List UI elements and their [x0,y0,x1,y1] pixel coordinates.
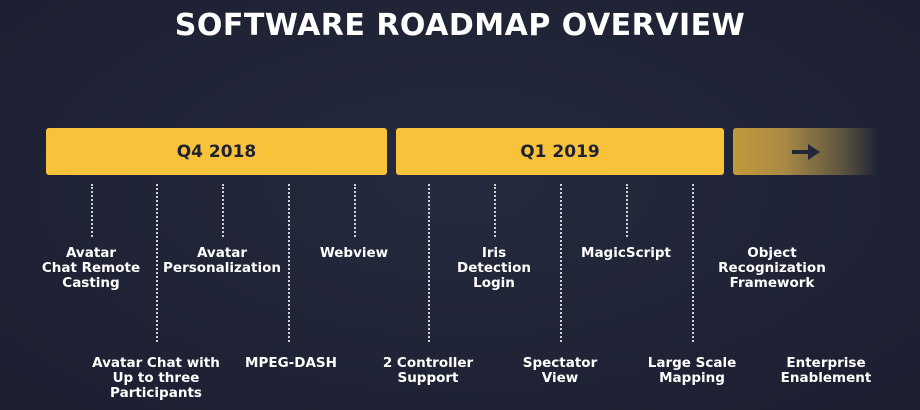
milestone-2-controller-support: 2 Controller Support [382,355,474,386]
milestone-webview: Webview [319,245,389,261]
milestone-tick [156,184,158,342]
milestone-tick [91,184,93,237]
milestone-large-scale-mapping: Large Scale Mapping [647,355,737,386]
milestone-tick [494,184,496,237]
quarter-label: Q1 2019 [520,141,600,162]
quarter-label: Q4 2018 [176,141,257,162]
milestone-spectator-view: Spectator View [522,355,598,386]
milestone-avatar-personalization: Avatar Personalization [163,245,281,276]
milestone-avatar-chat-three-participants: Avatar Chat with Up to three Participant… [92,355,220,401]
quarter-bar-q4-2018: Q4 2018 [46,128,387,175]
milestone-tick [626,184,628,237]
milestone-tick [428,184,430,342]
milestone-enterprise-enablement: Enterprise Enablement [780,355,872,386]
milestone-tick [692,184,694,342]
next-quarter-bar [733,128,878,175]
page-title: SOFTWARE ROADMAP OVERVIEW [174,8,746,43]
milestone-object-recognization-framework: Object Recognization Framework [718,245,826,291]
quarter-bar-q1-2019: Q1 2019 [396,128,724,175]
milestone-tick [288,184,290,342]
milestone-magicscript: MagicScript [581,245,671,261]
arrow-right-icon [792,144,820,160]
milestone-avatar-chat-remote-casting: Avatar Chat Remote Casting [41,245,141,291]
milestone-iris-detection-login: Iris Detection Login [457,245,531,291]
milestone-mpeg-dash: MPEG-DASH [245,355,337,371]
milestone-tick [354,184,356,237]
milestone-tick [222,184,224,237]
milestone-tick [560,184,562,342]
